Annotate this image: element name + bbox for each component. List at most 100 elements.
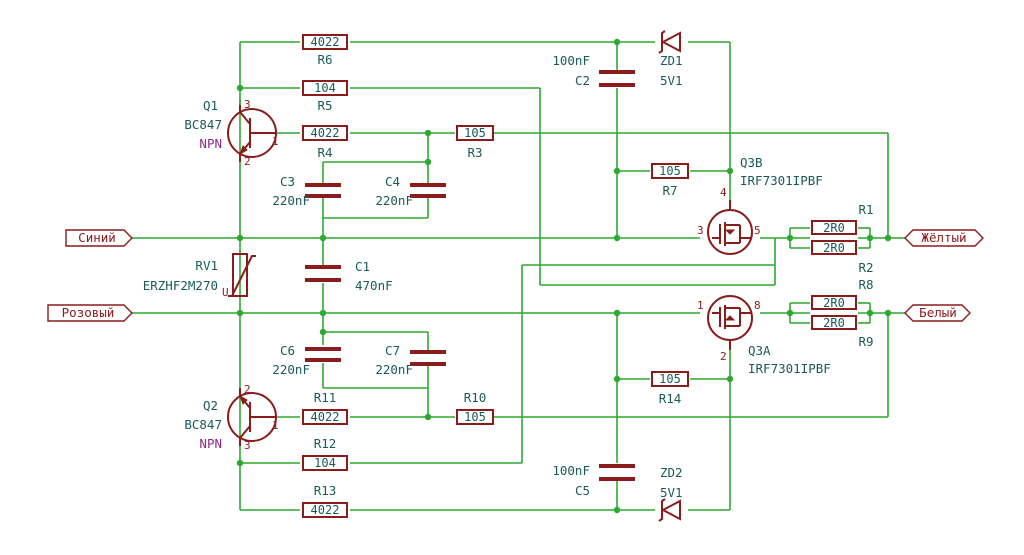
- svg-text:4022: 4022: [311, 35, 340, 49]
- svg-text:C7: C7: [385, 343, 400, 358]
- capacitor-c2: 100nF C2: [552, 53, 635, 88]
- capacitor-c7: C7 220nF: [375, 343, 446, 377]
- svg-text:2R0: 2R0: [823, 296, 845, 310]
- svg-text:U: U: [222, 286, 229, 299]
- svg-text:R7: R7: [662, 183, 677, 198]
- resistor-r1: 2R0 R1: [811, 202, 874, 235]
- svg-text:2: 2: [244, 155, 251, 168]
- svg-text:NPN: NPN: [199, 436, 222, 451]
- svg-text:R6: R6: [317, 52, 332, 67]
- mosfet-q3b: 4 3 5 Q3B IRF7301IPBF: [697, 155, 823, 255]
- svg-text:100nF: 100nF: [552, 53, 590, 68]
- capacitor-c6: C6 220nF: [272, 343, 341, 377]
- svg-text:IRF7301IPBF: IRF7301IPBF: [740, 173, 823, 188]
- svg-text:220nF: 220nF: [272, 362, 310, 377]
- svg-text:1: 1: [272, 419, 279, 432]
- svg-text:IRF7301IPBF: IRF7301IPBF: [748, 361, 831, 376]
- zener-diode-zd2: ZD2 5V1: [658, 465, 683, 522]
- svg-text:R14: R14: [659, 391, 682, 406]
- junction: [884, 234, 892, 242]
- svg-text:220nF: 220nF: [375, 362, 413, 377]
- svg-text:4: 4: [720, 186, 727, 199]
- port-zheltiy[interactable]: Жёлтый: [904, 229, 984, 247]
- junction: [236, 459, 244, 467]
- resistor-r14: 105 R14: [651, 371, 689, 406]
- junction: [319, 234, 327, 242]
- junction: [866, 309, 874, 317]
- svg-text:2R0: 2R0: [823, 221, 845, 235]
- svg-text:1: 1: [272, 135, 279, 148]
- port-rozovy[interactable]: Розовый: [47, 304, 133, 322]
- zener-diode-zd1: ZD1 5V1: [658, 30, 683, 88]
- port-beliy[interactable]: Белый: [904, 304, 971, 322]
- junction: [726, 375, 734, 383]
- svg-text:ZD1: ZD1: [660, 53, 683, 68]
- svg-text:5V1: 5V1: [660, 73, 683, 88]
- svg-text:3: 3: [697, 224, 704, 237]
- junction: [424, 413, 432, 421]
- resistor-r13: 4022 R13: [302, 483, 348, 518]
- svg-text:ZD2: ZD2: [660, 465, 683, 480]
- resistor-r7: 105 R7: [651, 163, 689, 198]
- svg-text:8: 8: [754, 299, 761, 312]
- svg-text:NPN: NPN: [199, 136, 222, 151]
- junction: [726, 167, 734, 175]
- svg-text:105: 105: [659, 164, 681, 178]
- svg-text:C4: C4: [385, 174, 400, 189]
- svg-text:4022: 4022: [311, 126, 340, 140]
- svg-text:C3: C3: [280, 174, 295, 189]
- svg-text:Синий: Синий: [78, 230, 116, 245]
- junction: [236, 234, 244, 242]
- port-siniy[interactable]: Синий: [65, 229, 133, 247]
- wires: [130, 41, 905, 511]
- junction: [424, 158, 432, 166]
- svg-text:105: 105: [659, 372, 681, 386]
- svg-text:R10: R10: [464, 390, 487, 405]
- junction: [613, 375, 621, 383]
- capacitor-c3: C3 220nF: [272, 174, 341, 208]
- junction: [786, 309, 794, 317]
- svg-text:R1: R1: [858, 202, 873, 217]
- resistor-r3: 105 R3: [456, 125, 494, 160]
- svg-text:R4: R4: [317, 145, 332, 160]
- mosfet-q3a: 1 8 2 Q3A IRF7301IPBF: [697, 295, 831, 376]
- junction: [786, 234, 794, 242]
- svg-text:Q3B: Q3B: [740, 155, 763, 170]
- junction: [613, 309, 621, 317]
- capacitor-c1: C1 470nF: [305, 259, 393, 293]
- svg-text:5: 5: [754, 224, 761, 237]
- svg-text:220nF: 220nF: [375, 193, 413, 208]
- junction: [613, 38, 621, 46]
- svg-text:104: 104: [314, 456, 336, 470]
- svg-text:Жёлтый: Жёлтый: [921, 230, 966, 245]
- junction: [236, 309, 244, 317]
- svg-text:R5: R5: [317, 98, 332, 113]
- resistor-r5: 104 R5: [302, 80, 348, 113]
- junction: [613, 506, 621, 514]
- resistor-r6: 4022 R6: [302, 34, 348, 67]
- junction: [236, 84, 244, 92]
- svg-text:RV1: RV1: [195, 258, 218, 273]
- transistor-q1: 3 1 2 Q1 BC847 NPN: [184, 98, 278, 168]
- svg-text:104: 104: [314, 81, 336, 95]
- junction: [866, 234, 874, 242]
- svg-text:R8: R8: [858, 277, 873, 292]
- svg-text:C5: C5: [575, 483, 590, 498]
- svg-text:Розовый: Розовый: [62, 305, 115, 320]
- junction: [319, 309, 327, 317]
- svg-text:R9: R9: [858, 334, 873, 349]
- svg-text:Белый: Белый: [919, 305, 957, 320]
- junction: [424, 129, 432, 137]
- capacitor-c4: C4 220nF: [375, 174, 446, 208]
- junction: [613, 167, 621, 175]
- junction: [884, 309, 892, 317]
- varistor-rv1: U RV1 ERZHF2M270: [143, 253, 256, 299]
- transistor-q2: 2 1 3 Q2 BC847 NPN: [184, 383, 278, 452]
- svg-text:1: 1: [697, 299, 704, 312]
- svg-text:R11: R11: [314, 390, 337, 405]
- svg-text:ERZHF2M270: ERZHF2M270: [143, 278, 218, 293]
- junction: [319, 328, 327, 336]
- svg-text:5V1: 5V1: [660, 485, 683, 500]
- svg-text:100nF: 100nF: [552, 463, 590, 478]
